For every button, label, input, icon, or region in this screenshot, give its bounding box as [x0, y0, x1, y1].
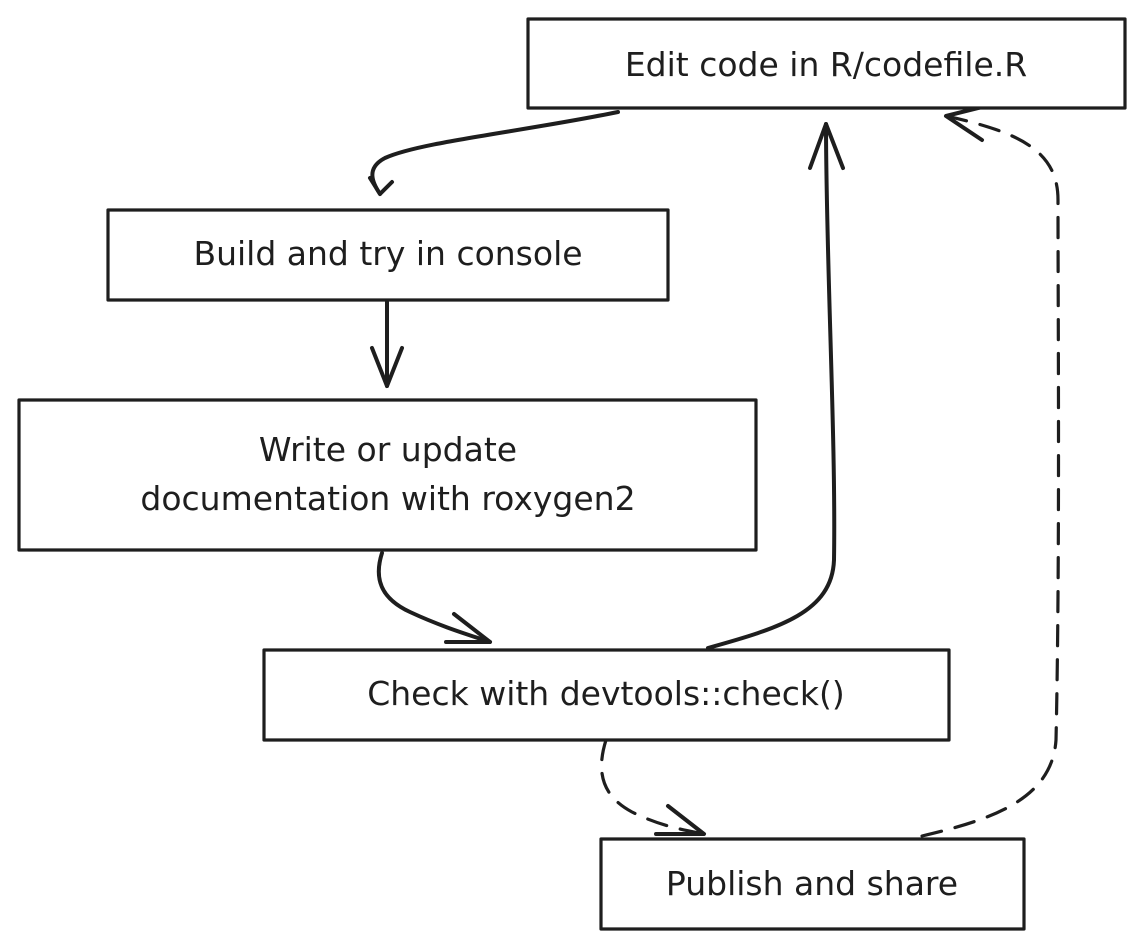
arrowhead-check-to-edit: [808, 122, 845, 170]
node-publish-label: Publish and share: [666, 864, 958, 903]
node-build-try: Build and try in console: [106, 208, 670, 302]
arrowhead-document-to-check: [444, 612, 492, 644]
edge-edit-to-build: [370, 110, 620, 196]
node-write-docs-box: [17, 398, 758, 552]
edge-check-to-publish: [599, 738, 706, 836]
node-build-try-label: Build and try in console: [193, 234, 582, 273]
edge-document-to-check: [376, 551, 492, 644]
node-check: Check with devtools::check(): [262, 648, 951, 742]
nodes: Edit code in R/codefile.R Build and try …: [17, 17, 1127, 931]
edge-check-to-edit: [706, 122, 837, 650]
node-write-docs-label-line1: Write or update: [259, 430, 517, 469]
node-publish: Publish and share: [599, 837, 1026, 931]
node-check-box: [262, 648, 951, 742]
node-write-docs-label-line2: documentation with roxygen2: [140, 479, 635, 518]
node-publish-box: [599, 837, 1026, 931]
arrowhead-edit-to-build: [368, 176, 394, 196]
edge-publish-to-edit: [920, 114, 1061, 838]
node-build-try-box: [106, 208, 670, 302]
node-edit-code-label: Edit code in R/codefile.R: [625, 45, 1027, 84]
node-check-label: Check with devtools::check(): [367, 674, 845, 713]
arrowhead-build-to-document: [370, 346, 404, 388]
node-write-docs: Write or update documentation with roxyg…: [17, 398, 758, 552]
node-edit-code-box: [526, 17, 1127, 110]
node-edit-code: Edit code in R/codefile.R: [526, 17, 1127, 110]
edges: [368, 104, 1061, 838]
arrowhead-check-to-publish: [654, 804, 706, 836]
